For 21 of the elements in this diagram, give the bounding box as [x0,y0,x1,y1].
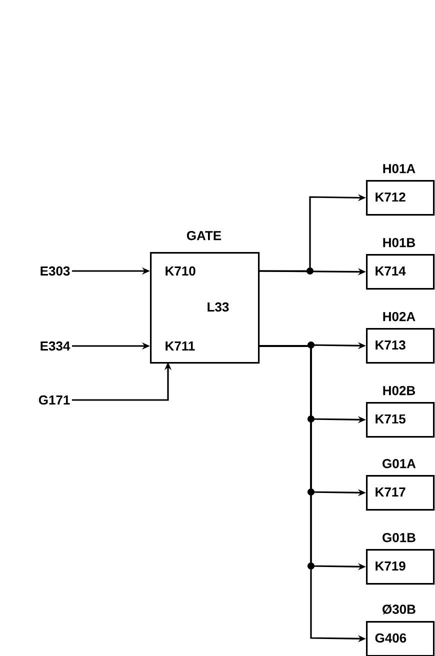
signal-label: E303 [40,266,70,276]
box-heading: Ø30B [382,604,416,614]
box-heading: H02A [383,312,416,322]
port-label: K711 [166,342,195,350]
box-heading: H01A [383,164,416,174]
output-box: K719 [366,549,435,585]
box-heading: H02B [383,386,416,396]
block-label: L33 [208,302,229,312]
output-box: K712 [366,180,435,216]
box-heading: GATE [186,231,222,240]
output-box: K714 [366,254,435,290]
box-heading: G01B [382,533,416,542]
port-label: K710 [166,266,196,276]
output-box: K717 [366,475,435,511]
output-box: K713 [366,328,435,364]
output-box: K715 [366,402,435,438]
signal-label: G171 [38,395,70,405]
box-heading: H01B [383,238,416,248]
signal-label: E334 [40,341,70,351]
box-heading: G01A [382,459,416,468]
output-box: G406 [366,621,435,656]
